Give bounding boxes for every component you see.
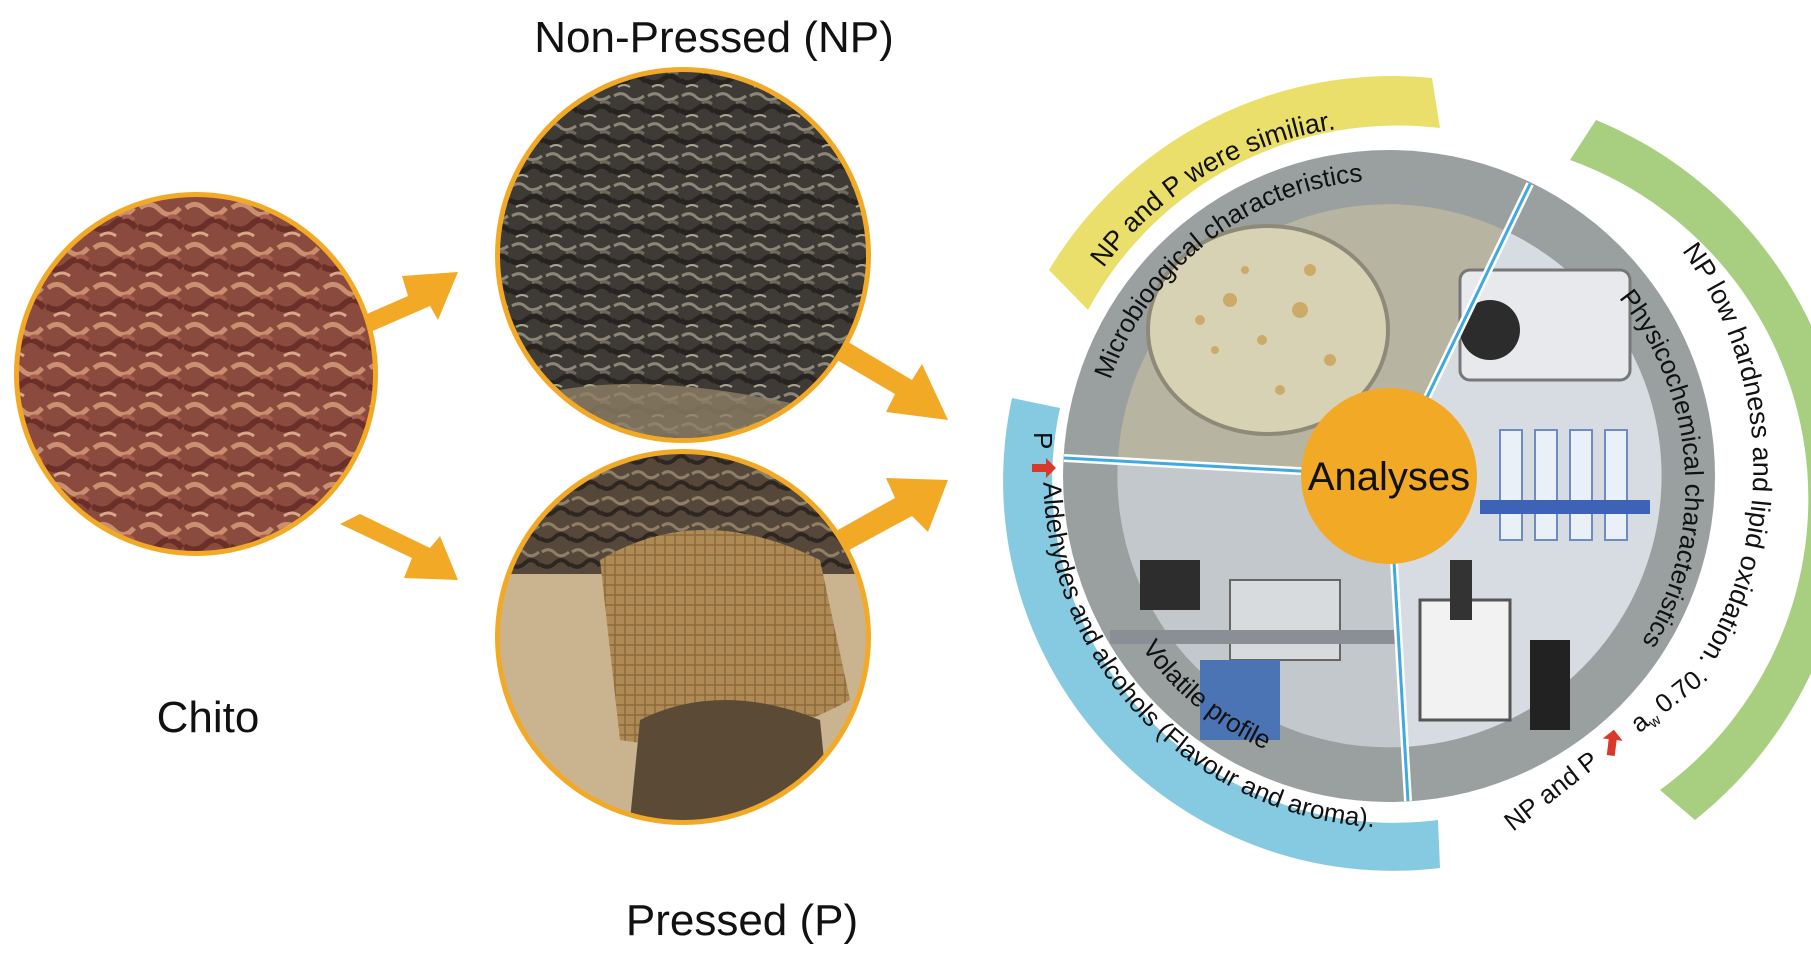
pressed-label: Pressed (P) xyxy=(626,896,858,945)
aw-value: 0.70. xyxy=(1649,660,1713,719)
non-pressed-label: Non-Pressed (NP) xyxy=(534,13,893,62)
flow-arrow-chito-to-p xyxy=(340,514,458,580)
petri-dish-illustration xyxy=(1146,224,1390,436)
physicochemical-result-band xyxy=(1570,120,1811,820)
chito-label: Chito xyxy=(157,693,260,742)
non-pressed-photo xyxy=(495,67,871,443)
volatile-result-prefix: P xyxy=(1028,432,1058,449)
analyses-center-label: Analyses xyxy=(1308,455,1470,499)
volatile-increase-marker: P xyxy=(1028,432,1058,478)
pressed-photo xyxy=(495,449,871,825)
chito-photo xyxy=(14,192,378,556)
microbiological-result-band xyxy=(1049,75,1440,310)
gc-instrument-illustration xyxy=(1229,579,1341,661)
volatile-result-band xyxy=(1003,398,1440,871)
flow-arrow-np-to-analyses xyxy=(820,336,948,420)
up-arrow-icon xyxy=(1032,458,1056,478)
analyses-center xyxy=(1301,388,1477,564)
up-arrow-icon xyxy=(1602,729,1623,757)
flow-arrow-p-to-analyses xyxy=(820,478,948,556)
analyses-wheel: Analyses NP and P were similiar. Microbi… xyxy=(1003,75,1811,871)
